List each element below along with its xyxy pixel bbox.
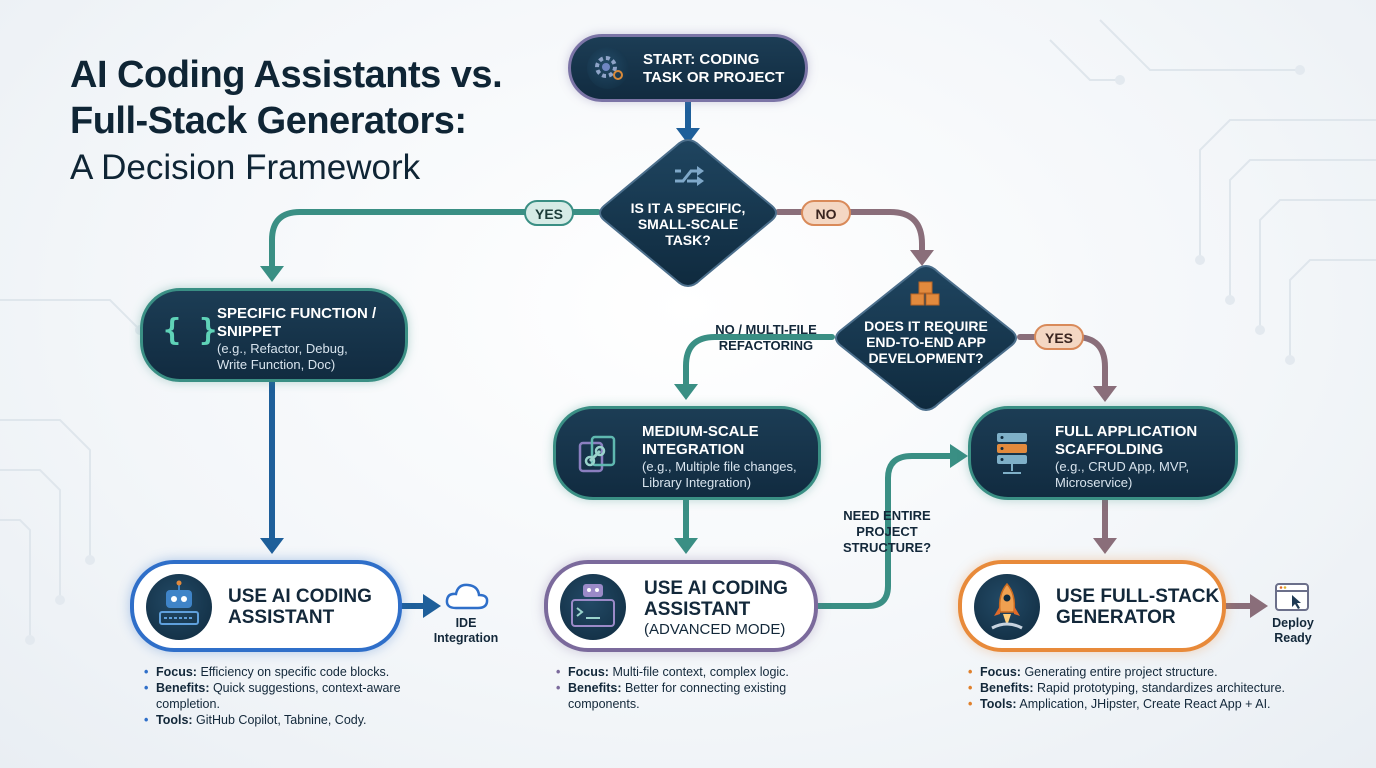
decision2-line3: DEVELOPMENT? bbox=[868, 350, 984, 366]
deploy-line2: Ready bbox=[1274, 631, 1312, 645]
medium-title1: MEDIUM-SCALE bbox=[642, 423, 759, 440]
notes1-focus-label: Focus: bbox=[156, 665, 197, 679]
decision1-line3: TASK? bbox=[665, 232, 711, 248]
notes3-tools-text: Amplication, JHipster, Create React App … bbox=[1016, 697, 1271, 711]
specific-function-node: { } SPECIFIC FUNCTION / SNIPPET (e.g., R… bbox=[140, 288, 408, 382]
start-line1: START: CODING bbox=[643, 51, 760, 68]
need-entire-line2: PROJECT bbox=[856, 524, 918, 539]
decision1-line2: SMALL-SCALE bbox=[637, 216, 739, 232]
notes1-tools-text: GitHub Copilot, Tabnine, Cody. bbox=[192, 713, 367, 727]
need-entire-structure-label: NEED ENTIRE PROJECT STRUCTURE? bbox=[822, 508, 952, 556]
outcome3-title1: USE FULL-STACK bbox=[1056, 586, 1220, 607]
medium-sub1: (e.g., Multiple file changes, bbox=[642, 459, 797, 474]
notes1-benefits-text: Quick suggestions, context-aware bbox=[209, 681, 401, 695]
deploy-ready-label: Deploy Ready bbox=[1258, 616, 1328, 646]
server-stack-icon bbox=[997, 433, 1027, 474]
decision2-line1: DOES IT REQUIRE bbox=[864, 318, 988, 334]
decision1-line1: IS IT A SPECIFIC, bbox=[630, 200, 746, 216]
full-app-title2: SCAFFOLDING bbox=[1055, 441, 1164, 458]
shuffle-icon bbox=[675, 166, 704, 186]
outcome2-sub: (ADVANCED MODE) bbox=[644, 621, 786, 638]
page-subtitle: A Decision Framework bbox=[70, 148, 421, 187]
start-node: START: CODING TASK OR PROJECT bbox=[568, 34, 808, 102]
notes3-benefits-text: Rapid prototyping, standardizes architec… bbox=[1033, 681, 1286, 695]
notes3-focus-text: Generating entire project structure. bbox=[1020, 665, 1218, 679]
ide-integration-label: IDE Integration bbox=[428, 616, 504, 646]
browser-cursor-icon bbox=[1275, 583, 1309, 611]
notes1-benefits-text2: completion. bbox=[156, 697, 220, 711]
need-entire-line3: STRUCTURE? bbox=[842, 540, 932, 555]
deploy-line1: Deploy bbox=[1272, 616, 1314, 630]
specific-sub2: Write Function, Doc) bbox=[217, 357, 336, 372]
outcome2-title2: ASSISTANT bbox=[644, 599, 751, 620]
ide-line2: Integration bbox=[433, 631, 499, 645]
robot-icon bbox=[159, 580, 199, 625]
outcome-ai-coding-assistant-advanced: USE AI CODING ASSISTANT (ADVANCED MODE) bbox=[544, 560, 818, 652]
gear-icon bbox=[595, 56, 623, 80]
outcome-ai-coding-assistant: USE AI CODING ASSISTANT bbox=[130, 560, 402, 652]
notes2-focus-label: Focus: bbox=[568, 665, 609, 679]
full-application-node: FULL APPLICATION SCAFFOLDING (e.g., CRUD… bbox=[968, 406, 1238, 500]
outcome3-title2: GENERATOR bbox=[1056, 607, 1176, 628]
linked-files-icon bbox=[578, 435, 616, 473]
decision2-no-line1: NO / MULTI-FILE bbox=[715, 322, 817, 337]
start-line2: TASK OR PROJECT bbox=[643, 69, 785, 86]
outcome1-title2: ASSISTANT bbox=[228, 607, 335, 628]
cubes-icon bbox=[910, 281, 940, 306]
specific-title2: SNIPPET bbox=[217, 323, 282, 340]
robot-terminal-icon bbox=[571, 584, 615, 627]
decision2-no-line2: REFACTORING bbox=[718, 338, 814, 353]
specific-sub1: (e.g., Refactor, Debug, bbox=[217, 341, 348, 356]
outcome-full-stack-generator: USE FULL-STACK GENERATOR bbox=[958, 560, 1226, 652]
notes3-tools-label: Tools: bbox=[980, 697, 1017, 711]
outcome2-title1: USE AI CODING bbox=[644, 578, 788, 599]
decision2-line2: END-TO-END APP bbox=[866, 334, 986, 350]
cloud-icon bbox=[445, 583, 489, 610]
notes3-benefits-label: Benefits: bbox=[980, 681, 1034, 695]
notes3-focus-label: Focus: bbox=[980, 665, 1021, 679]
decision1-no-pill: NO bbox=[801, 200, 851, 226]
title-block: AI Coding Assistants vs. Full-Stack Gene… bbox=[70, 52, 550, 190]
full-app-title1: FULL APPLICATION bbox=[1055, 423, 1198, 440]
notes1-tools-label: Tools: bbox=[156, 713, 193, 727]
full-app-sub1: (e.g., CRUD App, MVP, bbox=[1055, 459, 1190, 474]
notes-ai-coding-assistant: •Focus: Efficiency on specific code bloc… bbox=[144, 665, 401, 727]
decision2-no-label: NO / MULTI-FILE REFACTORING bbox=[704, 322, 828, 354]
notes2-focus-text: Multi-file context, complex logic. bbox=[608, 665, 789, 679]
notes-ai-coding-assistant-advanced: •Focus: Multi-file context, complex logi… bbox=[556, 665, 789, 711]
full-app-sub2: Microservice) bbox=[1055, 475, 1133, 490]
notes2-benefits-label: Benefits: bbox=[568, 681, 622, 695]
medium-sub2: Library Integration) bbox=[642, 475, 752, 490]
decision1-text: IS IT A SPECIFIC, SMALL-SCALE TASK? bbox=[608, 200, 768, 248]
curly-braces-icon: { } bbox=[163, 313, 218, 348]
medium-title2: INTEGRATION bbox=[642, 441, 745, 458]
decision2-yes-pill: YES bbox=[1034, 324, 1084, 350]
page-title-line1: AI Coding Assistants vs. bbox=[70, 54, 503, 96]
specific-title1: SPECIFIC FUNCTION / bbox=[217, 305, 377, 322]
page-title-line2: Full-Stack Generators: bbox=[70, 100, 467, 142]
need-entire-line1: NEED ENTIRE bbox=[843, 508, 931, 523]
decision1-yes-pill: YES bbox=[524, 200, 574, 226]
notes-full-stack-generator: •Focus: Generating entire project struct… bbox=[968, 665, 1286, 711]
rocket-icon bbox=[991, 582, 1023, 630]
notes2-benefits-text2: components. bbox=[568, 697, 640, 711]
notes2-benefits-text: Better for connecting existing bbox=[621, 681, 787, 695]
outcome1-title1: USE AI CODING bbox=[228, 586, 372, 607]
ide-line1: IDE bbox=[455, 616, 477, 630]
decision2-text: DOES IT REQUIRE END-TO-END APP DEVELOPME… bbox=[846, 318, 1006, 366]
notes1-focus-text: Efficiency on specific code blocks. bbox=[196, 665, 390, 679]
notes1-benefits-label: Benefits: bbox=[156, 681, 210, 695]
medium-integration-node: MEDIUM-SCALE INTEGRATION (e.g., Multiple… bbox=[553, 406, 821, 500]
